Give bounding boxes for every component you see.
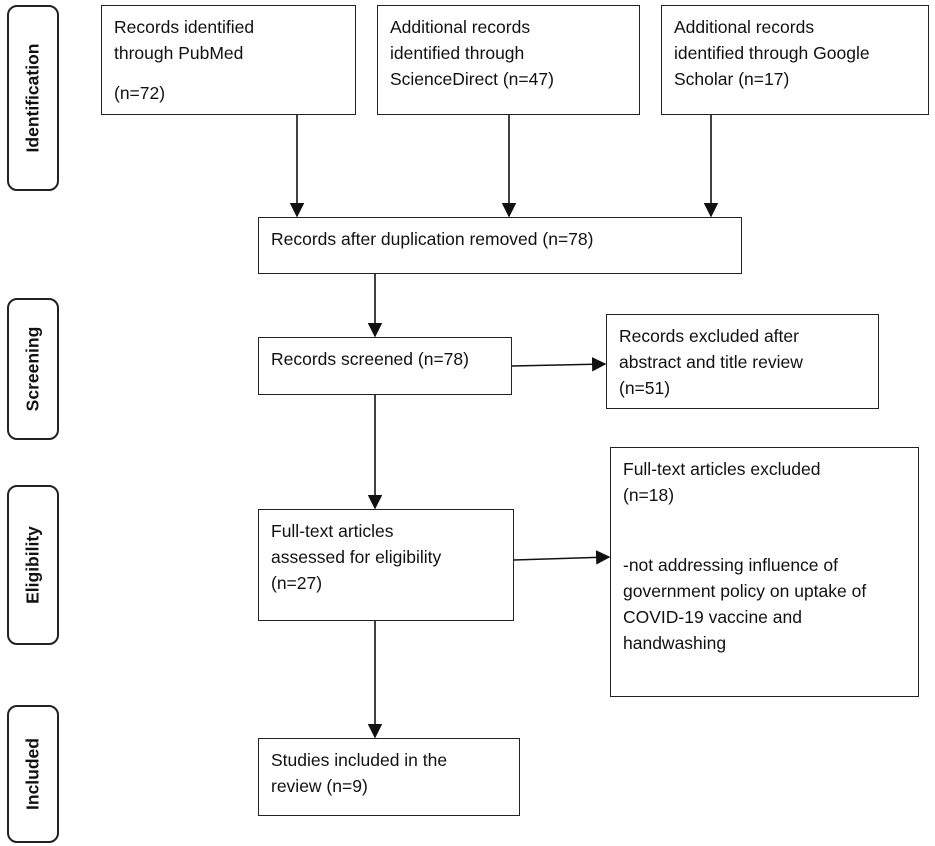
box-fulltext: Full-text articles assessed for eligibil…: [258, 509, 514, 621]
box-pubmed-line2: through PubMed: [114, 43, 244, 63]
box-excluded-abstract-count: (n=51): [619, 378, 671, 398]
box-excluded-fulltext-count: (n=18): [623, 485, 675, 505]
box-included: Studies included in the review (n=9): [258, 738, 520, 816]
box-sciencedirect-line1: Additional records: [390, 17, 531, 37]
box-sciencedirect-line3: ScienceDirect (n=47): [390, 69, 554, 89]
box-excluded-fulltext-line1: Full-text articles excluded: [623, 459, 821, 479]
box-dedup: Records after duplication removed (n=78): [258, 217, 742, 274]
box-screened-text: Records screened (n=78): [271, 349, 469, 369]
box-excluded-fulltext-reason3: COVID-19 vaccine and: [623, 607, 802, 627]
box-included-line2: review (n=9): [271, 776, 368, 796]
box-excluded-abstract-line1: Records excluded after: [619, 326, 799, 346]
box-excluded-fulltext-reason2: government policy on uptake of: [623, 581, 867, 601]
box-screened: Records screened (n=78): [258, 337, 512, 395]
box-scholar-line2: identified through Google: [674, 43, 870, 63]
arrow-screened-to-excluded: [511, 357, 607, 372]
box-dedup-text: Records after duplication removed (n=78): [271, 229, 594, 249]
box-scholar-line1: Additional records: [674, 17, 815, 37]
phase-included: Included: [7, 705, 59, 843]
box-excluded-fulltext-reason4: handwashing: [623, 633, 727, 653]
box-included-line1: Studies included in the: [271, 750, 448, 770]
box-excluded-abstract-line2: abstract and title review: [619, 352, 803, 372]
box-excluded-fulltext: Full-text articles excluded (n=18) -not …: [610, 447, 919, 697]
box-excluded-abstract: Records excluded after abstract and titl…: [606, 314, 879, 409]
box-fulltext-line2: assessed for eligibility: [271, 547, 442, 567]
phase-eligibility: Eligibility: [7, 485, 59, 645]
box-fulltext-line1: Full-text articles: [271, 521, 394, 541]
box-google-scholar: Additional records identified through Go…: [661, 5, 929, 115]
box-sciencedirect: Additional records identified through Sc…: [377, 5, 640, 115]
box-scholar-line3: Scholar (n=17): [674, 69, 790, 89]
box-pubmed-count: (n=72): [114, 83, 166, 103]
box-pubmed-line1: Records identified: [114, 17, 255, 37]
box-fulltext-count: (n=27): [271, 573, 323, 593]
phase-identification: Identification: [7, 5, 59, 191]
phase-screening: Screening: [7, 298, 59, 440]
arrow-fulltext-to-excluded: [513, 550, 611, 565]
box-sciencedirect-line2: identified through: [390, 43, 525, 63]
box-pubmed: Records identified through PubMed (n=72): [101, 5, 356, 115]
box-excluded-fulltext-reason1: -not addressing influence of: [623, 555, 838, 575]
